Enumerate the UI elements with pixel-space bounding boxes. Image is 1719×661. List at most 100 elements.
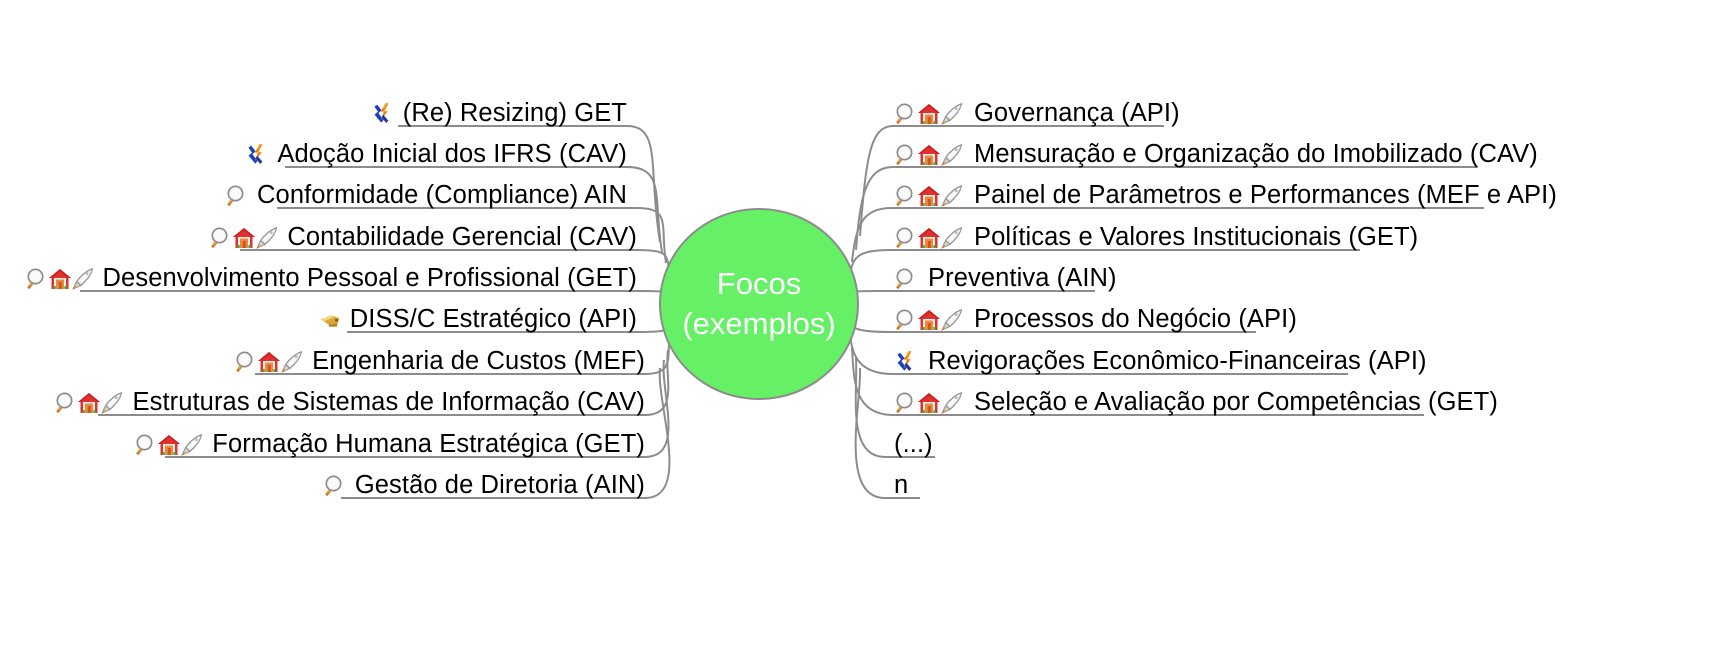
central-node-line2: (exemplos) <box>682 306 836 341</box>
magnifier-icon <box>893 142 919 168</box>
branch-node-right-1[interactable]: Mensuração e Organização do Imobilizado … <box>893 131 1538 169</box>
icon-group <box>133 428 205 458</box>
branch-label: Governança (API) <box>974 99 1180 127</box>
central-node[interactable]: Focos (exemplos) <box>659 208 859 400</box>
house-icon <box>256 349 282 375</box>
house-icon <box>916 390 942 416</box>
branch-label: Desenvolvimento Pessoal e Profissional (… <box>102 264 637 292</box>
branch-label: (...) <box>894 430 933 458</box>
magnifier-icon <box>53 390 79 416</box>
lightning-runner-icon <box>370 101 396 127</box>
magnifier-icon <box>893 390 919 416</box>
house-icon <box>231 225 257 251</box>
magnifier-icon <box>133 432 159 458</box>
rocket-icon <box>254 225 280 251</box>
branch-label: Gestão de Diretoria (AIN) <box>354 471 645 499</box>
key-icon <box>317 307 343 333</box>
rocket-icon <box>99 390 125 416</box>
rocket-icon <box>939 307 965 333</box>
branch-node-right-3[interactable]: Políticas e Valores Institucionais (GET) <box>893 214 1418 252</box>
branch-label: Painel de Parâmetros e Performances (MEF… <box>974 181 1557 209</box>
icon-group <box>244 138 270 168</box>
icon-group <box>893 179 965 209</box>
icon-group <box>893 138 965 168</box>
house-icon <box>916 307 942 333</box>
house-icon <box>916 183 942 209</box>
branch-label: Engenharia de Custos (MEF) <box>312 347 645 375</box>
branch-node-left-4[interactable]: Desenvolvimento Pessoal e Profissional (… <box>24 255 637 293</box>
rocket-icon <box>939 142 965 168</box>
magnifier-icon <box>208 225 234 251</box>
branch-node-right-9[interactable]: n <box>885 462 908 500</box>
magnifier-icon <box>893 266 919 292</box>
branch-label: Formação Humana Estratégica (GET) <box>212 430 645 458</box>
house-icon <box>916 142 942 168</box>
rocket-icon <box>939 183 965 209</box>
branch-node-left-2[interactable]: Conformidade (Compliance) AIN <box>224 172 627 210</box>
magnifier-icon <box>893 101 919 127</box>
house-icon <box>916 225 942 251</box>
icon-group <box>893 97 965 127</box>
branch-node-left-5[interactable]: DISS/C Estratégico (API) <box>317 296 637 334</box>
branch-label: Estruturas de Sistemas de Informação (CA… <box>132 388 645 416</box>
branch-node-right-5[interactable]: Processos do Negócio (API) <box>893 296 1297 334</box>
magnifier-icon <box>224 183 250 209</box>
icon-group <box>893 262 919 292</box>
rocket-icon <box>939 225 965 251</box>
icon-group <box>893 221 965 251</box>
branch-label: Conformidade (Compliance) AIN <box>257 181 627 209</box>
rocket-icon <box>939 390 965 416</box>
branch-node-right-4[interactable]: Preventiva (AIN) <box>893 255 1117 293</box>
magnifier-icon <box>893 183 919 209</box>
branch-node-left-3[interactable]: Contabilidade Gerencial (CAV) <box>208 214 637 252</box>
branch-node-right-6[interactable]: Revigorações Econômico-Financeiras (API) <box>893 338 1427 376</box>
branch-node-right-2[interactable]: Painel de Parâmetros e Performances (MEF… <box>893 172 1557 210</box>
branch-label: Processos do Negócio (API) <box>974 305 1297 333</box>
branch-label: Seleção e Avaliação por Competências (GE… <box>974 388 1498 416</box>
branch-node-left-9[interactable]: Gestão de Diretoria (AIN) <box>322 462 645 500</box>
rocket-icon <box>279 349 305 375</box>
branch-label: Adoção Inicial dos IFRS (CAV) <box>277 140 627 168</box>
magnifier-icon <box>24 266 50 292</box>
icon-group <box>53 386 125 416</box>
icon-group <box>893 345 919 375</box>
icon-group <box>322 469 348 499</box>
branch-node-left-0[interactable]: (Re) Resizing) GET <box>370 90 627 128</box>
icon-group <box>224 179 250 209</box>
branch-node-left-1[interactable]: Adoção Inicial dos IFRS (CAV) <box>244 131 627 169</box>
house-icon <box>916 101 942 127</box>
icon-group <box>370 97 396 127</box>
icon-group <box>233 345 305 375</box>
branch-label: n <box>894 471 909 499</box>
house-icon <box>76 390 102 416</box>
branch-label: DISS/C Estratégico (API) <box>349 305 637 333</box>
branch-node-right-0[interactable]: Governança (API) <box>893 90 1180 128</box>
branch-label: Revigorações Econômico-Financeiras (API) <box>928 347 1427 375</box>
magnifier-icon <box>893 225 919 251</box>
rocket-icon <box>939 101 965 127</box>
branch-label: Políticas e Valores Institucionais (GET) <box>974 223 1419 251</box>
magnifier-icon <box>893 307 919 333</box>
branch-node-left-7[interactable]: Estruturas de Sistemas de Informação (CA… <box>53 379 645 417</box>
branch-label: (Re) Resizing) GET <box>402 99 627 127</box>
branch-label: Preventiva (AIN) <box>928 264 1117 292</box>
branch-node-left-6[interactable]: Engenharia de Custos (MEF) <box>233 338 645 376</box>
branch-node-left-8[interactable]: Formação Humana Estratégica (GET) <box>133 421 645 459</box>
rocket-icon <box>179 432 205 458</box>
central-node-line1: Focos <box>716 266 802 301</box>
magnifier-icon <box>233 349 259 375</box>
icon-group <box>893 303 965 333</box>
icon-group <box>893 386 965 416</box>
branch-node-right-7[interactable]: Seleção e Avaliação por Competências (GE… <box>893 379 1498 417</box>
lightning-runner-icon <box>893 349 919 375</box>
icon-group <box>24 262 96 292</box>
house-icon <box>156 432 182 458</box>
branch-label: Contabilidade Gerencial (CAV) <box>287 223 637 251</box>
icon-group <box>208 221 280 251</box>
branch-node-right-8[interactable]: (...) <box>885 421 933 459</box>
house-icon <box>47 266 73 292</box>
lightning-runner-icon <box>244 142 270 168</box>
magnifier-icon <box>322 473 348 499</box>
